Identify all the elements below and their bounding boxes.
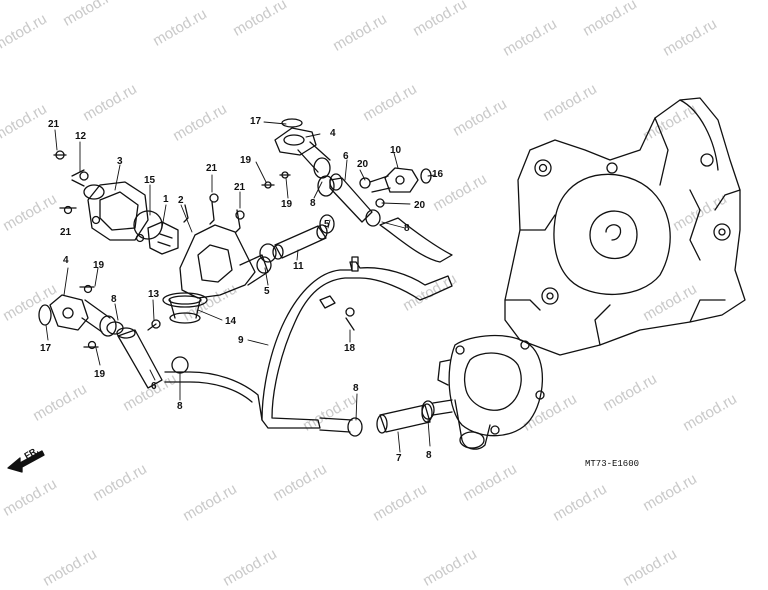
- part-callout: 13: [148, 289, 160, 300]
- part-callout: 8: [310, 198, 316, 209]
- part-callout: 17: [250, 116, 262, 127]
- diagram-drawing: [7, 97, 746, 473]
- part-callout: 8: [353, 383, 359, 394]
- part-callout: 16: [432, 169, 444, 180]
- part-callout: 18: [344, 343, 356, 354]
- thermostat-cover: [71, 169, 179, 255]
- part-callout: 8: [426, 450, 432, 461]
- part-callout: 19: [93, 260, 105, 271]
- water-pump: [432, 334, 545, 450]
- part-callout: 7: [396, 453, 402, 464]
- part-callout: 19: [94, 369, 106, 380]
- left-pipe-fitting: [38, 284, 117, 350]
- hose-clamps: [106, 175, 435, 437]
- fitting-10: [359, 167, 432, 208]
- part-callout: 4: [63, 255, 69, 266]
- engine-crankcase: [504, 97, 746, 356]
- top-pipe-fitting: [261, 118, 331, 189]
- water-pipe: [53, 150, 453, 433]
- part-callout: 5: [264, 286, 270, 297]
- thermostat-housing: [162, 224, 269, 324]
- part-callout: 6: [151, 381, 157, 392]
- diagram-code: MT73-E1600: [585, 459, 640, 469]
- part-callout: 21: [206, 163, 218, 174]
- part-callout: 14: [225, 316, 237, 327]
- leader-lines: [45, 121, 436, 453]
- part-callout: 21: [48, 119, 60, 130]
- part-callout: 4: [330, 128, 336, 139]
- part-callout: 21: [60, 227, 72, 238]
- parts-diagram: motod.ru motod.ru motod.ru motod.ru moto…: [0, 0, 746, 590]
- part-callout: 8: [404, 223, 410, 234]
- part-callout: 10: [390, 145, 402, 156]
- part-callout: 3: [117, 156, 123, 167]
- part-callout: 19: [240, 155, 252, 166]
- part-callout: 15: [144, 175, 156, 186]
- part-callout: 5: [324, 219, 330, 230]
- part-callout: 1: [163, 194, 169, 205]
- water-hoses: [116, 173, 453, 434]
- part-callout: 6: [343, 151, 349, 162]
- part-callout: 8: [177, 401, 183, 412]
- part-callout: 12: [75, 131, 87, 142]
- part-callout: 20: [357, 159, 369, 170]
- part-callout: 20: [414, 200, 426, 211]
- part-callout: 2: [178, 195, 184, 206]
- front-direction-arrow: [7, 450, 45, 473]
- part-callout: 8: [111, 294, 117, 305]
- part-callout: 11: [293, 261, 304, 272]
- part-callout: 19: [281, 199, 293, 210]
- part-callout: 9: [238, 335, 244, 346]
- part-callout: 17: [40, 343, 52, 354]
- part-callout: 21: [234, 182, 246, 193]
